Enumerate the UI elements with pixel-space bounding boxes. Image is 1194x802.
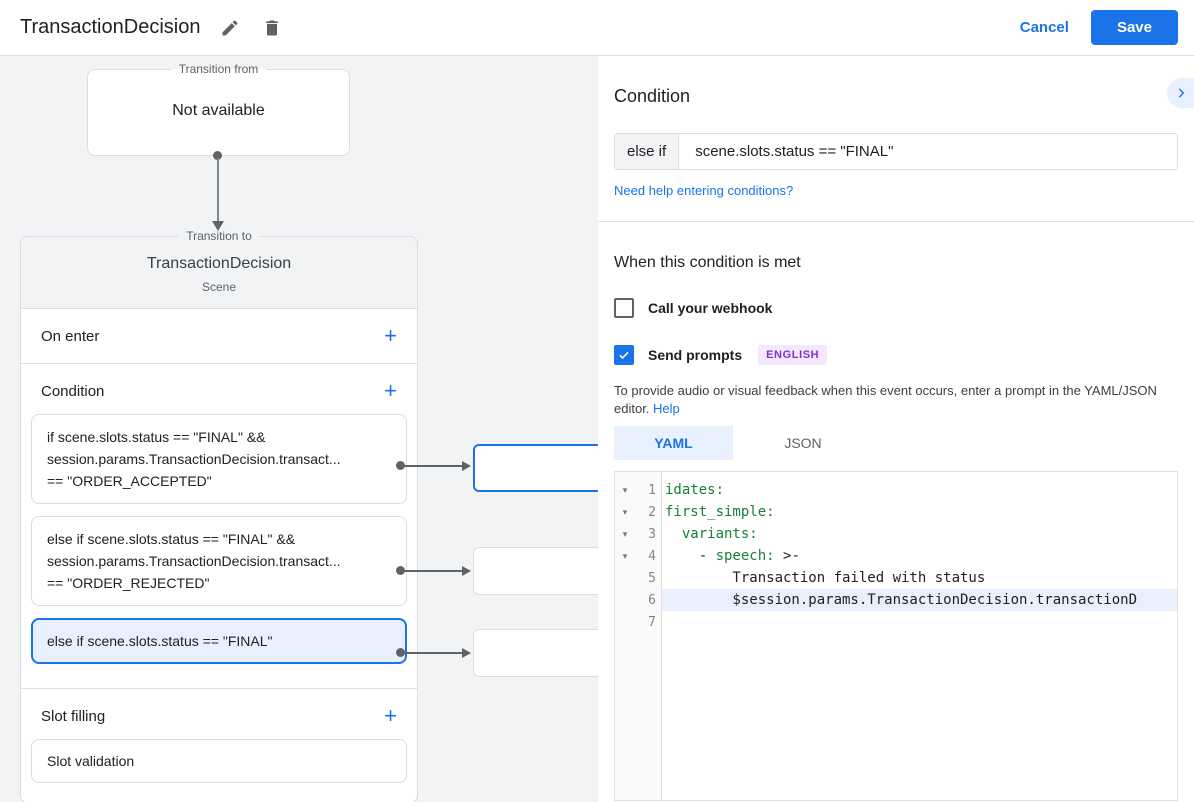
scene-type: Scene [201,280,237,294]
add-on-enter-button[interactable]: + [384,323,397,348]
line-number: 3 [648,526,656,542]
slot-filling-label: Slot filling [41,707,106,725]
line-number: 4 [648,548,656,564]
code-line-1[interactable]: idates: [665,482,725,498]
condition-section-label: Condition [41,382,105,400]
edit-title-button[interactable] [218,16,242,40]
delete-scene-button[interactable] [260,16,284,40]
connector-arrowhead [212,221,224,231]
tab-json[interactable]: JSON [784,435,822,451]
yaml-editor[interactable]: ▾ 1 ▾ 2 ▾ 3 ▾ 4 5 6 7 idates: first_simple: variant… [614,471,1178,801]
condition-item-1[interactable]: if scene.slots.status == "FINAL" && sess… [31,414,407,504]
condition-help-link[interactable]: Need help entering conditions? [614,183,794,198]
condition-input-group: else if [614,133,1178,170]
code-line-5[interactable]: Transaction failed with status [665,570,986,586]
pencil-icon [222,19,238,35]
send-prompts-row: Send prompts ENGLISH [614,345,1178,365]
send-prompts-label[interactable]: Send prompts [648,347,743,363]
connector-line [400,570,462,572]
transition-from-legend: Transition from [178,62,259,76]
send-prompts-checkbox[interactable] [614,345,634,365]
section-divider [598,221,1194,222]
panel-title: Condition [614,86,691,106]
webhook-row: Call your webhook [614,298,1178,318]
checkmark-icon [619,351,629,359]
scene-card-header: TransactionDecision Scene [21,243,417,309]
call-webhook-label[interactable]: Call your webhook [648,300,773,316]
editor-hint: To provide audio or visual feedback when… [614,382,1178,418]
transition-to-card: Transition to TransactionDecision Scene … [20,229,418,802]
target-node-box-3[interactable] [473,629,613,677]
transition-from-value: Not available [172,102,265,119]
trash-icon [266,20,279,35]
fold-arrow-icon[interactable]: ▾ [622,506,628,517]
fold-arrow-icon[interactable]: ▾ [622,550,628,561]
add-slot-button[interactable]: + [384,703,397,728]
transition-to-legend: Transition to [186,229,252,243]
line-number: 6 [648,592,656,608]
add-condition-button[interactable]: + [384,378,397,403]
code-line-6[interactable]: $session.params.TransactionDecision.tran… [662,589,1177,611]
connector-dot [213,151,222,160]
slot-item-1[interactable]: Slot validation [31,739,407,783]
fold-arrow-icon[interactable]: ▾ [622,484,628,495]
condition-item-3[interactable]: else if scene.slots.status == "FINAL" [31,618,407,664]
code-line-3[interactable]: variants: [681,526,758,542]
page-title: TransactionDecision [20,16,201,38]
target-node-box-1[interactable] [473,444,613,492]
editor-gutter: ▾ 1 ▾ 2 ▾ 3 ▾ 4 5 6 7 [615,472,662,800]
condition-detail-panel: Condition else if Need help entering con… [598,56,1194,802]
condition-expression-input[interactable] [679,134,1177,169]
language-badge: ENGLISH [758,345,828,365]
connector-line [400,652,462,654]
line-number: 1 [648,482,656,498]
line-number: 5 [648,570,656,586]
connector-line [217,158,219,221]
line-number: 7 [648,614,656,630]
save-button[interactable]: Save [1090,10,1178,45]
editor-code-area[interactable]: idates: first_simple: variants: - speech:… [662,472,1177,800]
code-line-7[interactable] [662,611,1177,633]
line-number: 2 [648,504,656,520]
slot-filling-section: Slot filling + Slot validation [21,689,417,802]
top-bar: TransactionDecision Cancel Save [0,0,1194,56]
condition-items: if scene.slots.status == "FINAL" && sess… [21,414,417,664]
condition-item-2[interactable]: else if scene.slots.status == "FINAL" &&… [31,516,407,606]
collapse-panel-button[interactable] [1167,78,1194,108]
target-node-box-2[interactable] [473,547,613,595]
fold-arrow-icon[interactable]: ▾ [622,528,628,539]
scene-name: TransactionDecision [146,255,292,272]
connector-arrowhead [462,648,471,658]
slot-items: Slot validation [21,739,417,783]
editor-tabs: YAML JSON [614,426,1178,460]
condition-prefix-label: else if [615,134,680,169]
connector-arrowhead [462,461,471,471]
when-condition-met-title: When this condition is met [614,254,801,271]
on-enter-row[interactable]: On enter + [21,309,417,364]
code-line-4[interactable]: - speech: >- [665,548,800,564]
call-webhook-checkbox[interactable] [614,298,634,318]
help-link[interactable]: Help [653,401,680,416]
connector-line [400,465,462,467]
condition-section: Condition + if scene.slots.status == "FI… [21,364,417,689]
cancel-button[interactable]: Cancel [1019,19,1069,36]
connector-arrowhead [462,566,471,576]
transition-from-box: Transition from Not available [87,62,350,156]
code-line-2[interactable]: first_simple: [665,504,775,520]
on-enter-label: On enter [41,327,100,345]
chevron-right-icon [1178,88,1184,98]
editor-hint-text: To provide audio or visual feedback when… [614,383,1157,416]
tab-yaml[interactable]: YAML [614,426,733,460]
